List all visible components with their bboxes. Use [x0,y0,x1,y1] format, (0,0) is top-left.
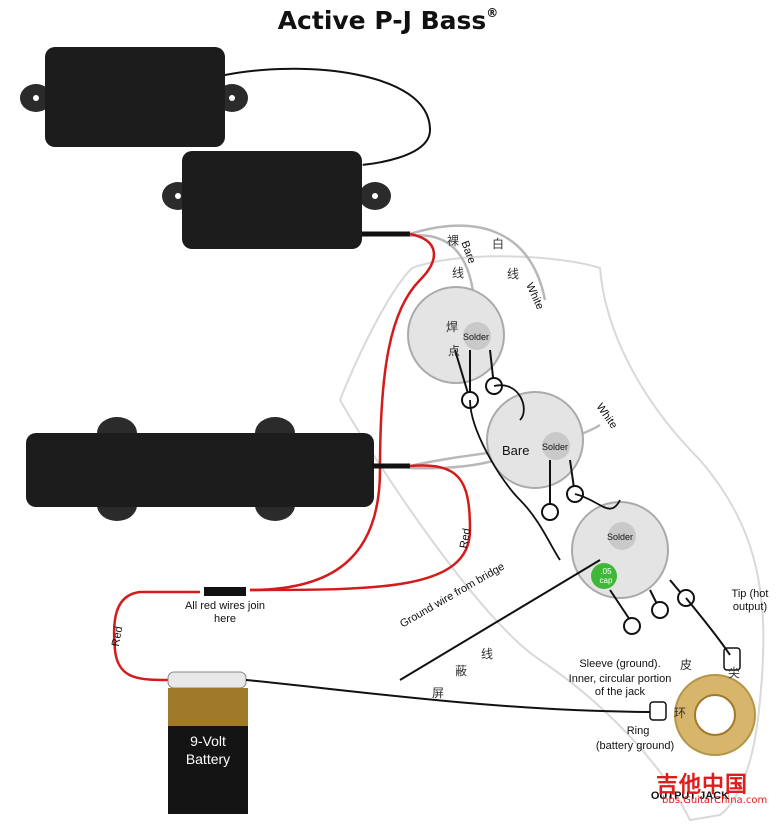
label-ring-detail: (battery ground) [595,740,675,752]
cn-shield-3: 线 [481,647,494,661]
ground-wire [399,559,601,681]
label-bare-mid: Bare [502,443,530,458]
label-output-jack: OUTPUT JACK [650,790,730,802]
label-solder-3: Solder [607,532,634,542]
label-join: All red wires join here [184,600,266,625]
label-tip: Tip (hot output) [731,588,769,613]
page-title: Active P-J Bass® [277,6,499,35]
label-solder-2: Solder [542,442,569,452]
label-sleeve: Sleeve (ground). [579,658,661,670]
cn-skin: 皮 [680,658,693,672]
cn-tip: 尖 [728,666,741,680]
label-solder-1: Solder [463,332,490,342]
cn-white-1: 白 [492,237,505,251]
battery-red-wire [112,590,200,682]
cn-shield-2: 蔽 [455,664,468,678]
cn-bare-2: 线 [452,266,465,280]
cn-ring: 环 [674,706,687,720]
output-jack [649,647,756,756]
j-pickup [26,417,374,521]
battery [167,671,248,814]
tip-wire [685,597,731,656]
cn-solder-2: 点 [448,344,461,358]
watermark-logo: 吉他中国 [656,773,749,798]
p-white-wire [409,224,547,301]
label-cap: .05 cap [599,567,613,585]
p-red-wire [249,232,436,592]
j-red-wire [249,464,472,592]
label-sleeve-detail: Inner, circular portion of the jack [568,673,672,698]
cn-bare-1: 裸 [447,234,460,248]
battery-black-wire [245,679,661,713]
p-pickup-upper [20,47,248,147]
pot-ground-loop [469,384,621,561]
label-ring: Ring [626,725,650,737]
pot-volume-p [407,286,505,409]
pot-volume-j [486,391,584,521]
pot-tone [571,501,695,635]
cn-shield-1: 屏 [432,686,445,700]
cn-solder-1: 焊 [446,320,459,334]
cn-white-2: 线 [507,267,520,281]
battery-label: 9-Volt Battery [185,733,231,767]
watermark-url: bbs.GuitarChina.com [662,795,768,806]
p-link-wire [224,67,432,166]
p-pickup-lower [162,151,391,249]
